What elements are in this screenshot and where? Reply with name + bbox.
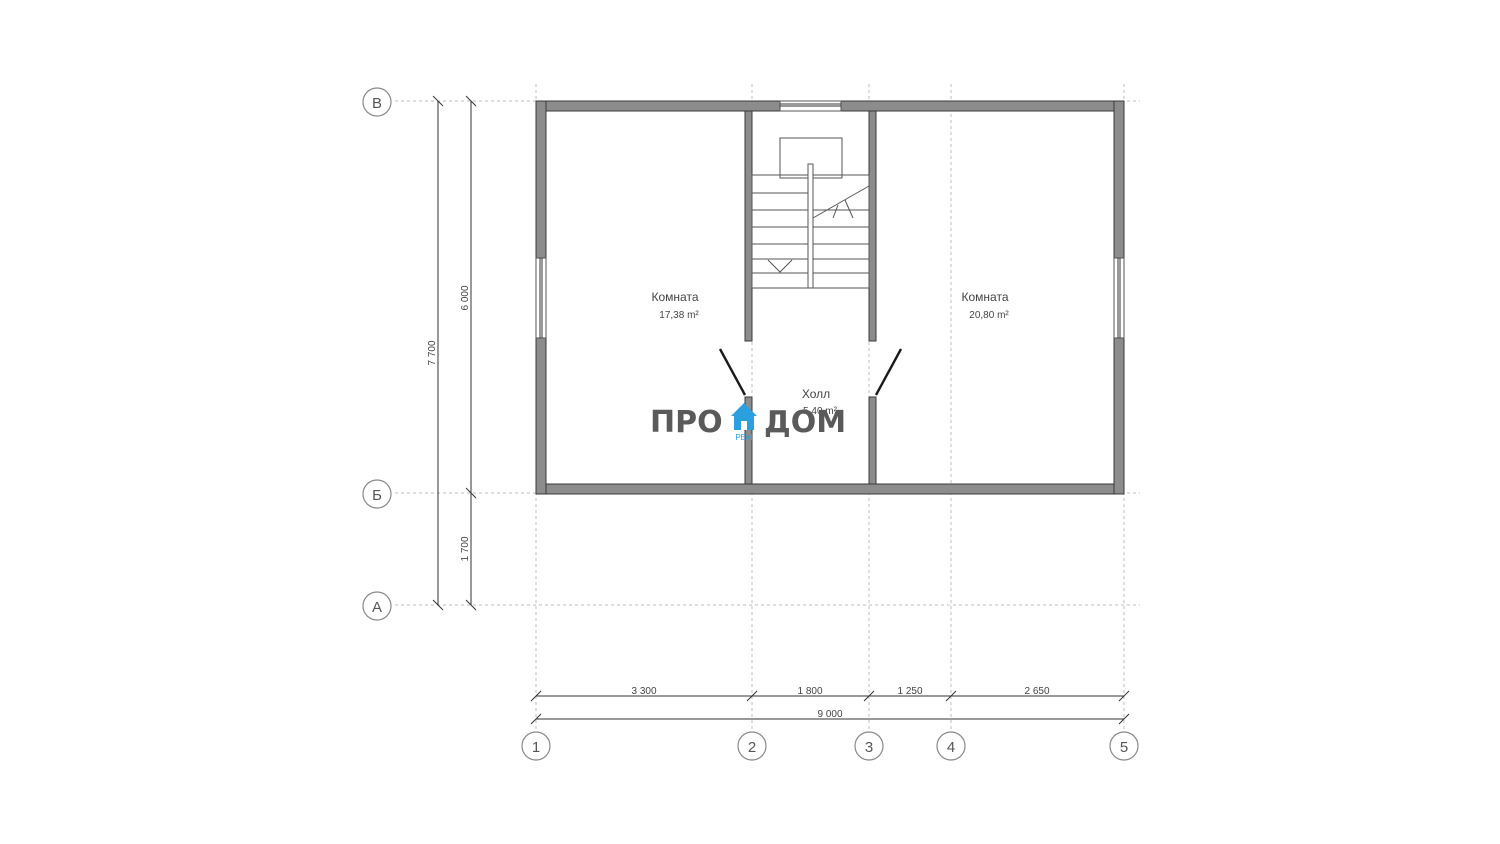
- dim-vertical-lower: 1 700: [460, 536, 471, 561]
- dim-segment-2: 1 800: [797, 686, 822, 697]
- walls: [535, 100, 1125, 495]
- wall-top-right: [840, 100, 1125, 112]
- axis-marker-v: [362, 87, 392, 117]
- door-left-room: [718, 348, 747, 396]
- dim-segment-1: 3 300: [631, 686, 656, 697]
- door-right-room: [874, 348, 903, 396]
- vertical-dimensions: 7 700 6 000 1 700: [427, 95, 477, 611]
- axis-marker-1: [521, 731, 551, 761]
- stair-direction-arrow: [767, 259, 793, 273]
- window-right: [1113, 257, 1125, 339]
- dim-segment-3: 1 250: [897, 686, 922, 697]
- axis-label-3: 3: [865, 739, 873, 756]
- axis-marker-a: [362, 591, 392, 621]
- room-right-area: 20,80 m²: [969, 310, 1009, 321]
- axis-marker-4: [936, 731, 966, 761]
- axis-marker-2: [737, 731, 767, 761]
- dim-segment-4: 2 650: [1024, 686, 1049, 697]
- staircase: [751, 137, 870, 289]
- logo-text-left: ПРО: [650, 405, 723, 440]
- wall-partition-2-lower: [744, 396, 753, 485]
- windows: [535, 100, 1125, 339]
- room-left-name: Комната: [652, 290, 699, 304]
- row-axis-markers: В Б А: [362, 87, 392, 621]
- room-left-area: 17,38 m²: [659, 310, 699, 321]
- horizontal-dimensions: 3 300 1 800 1 250 2 650 9 000: [530, 686, 1130, 725]
- axis-label-a: А: [372, 599, 382, 616]
- wall-partition-3-upper: [868, 110, 877, 342]
- doors: [718, 348, 903, 396]
- dim-vertical-total: 7 700: [427, 340, 438, 365]
- window-left: [535, 257, 547, 339]
- wall-left-upper: [535, 100, 547, 259]
- axis-label-b: Б: [372, 487, 382, 504]
- hall-name: Холл: [802, 387, 830, 401]
- dim-vertical-upper: 6 000: [460, 285, 471, 310]
- logo-subtext: РЕМ: [735, 433, 753, 442]
- room-labels: Комната 17,38 m² Комната 20,80 m² Холл 5…: [652, 290, 1010, 417]
- room-right-name: Комната: [962, 290, 1009, 304]
- wall-partition-3-lower: [868, 396, 877, 485]
- axis-marker-5: [1109, 731, 1139, 761]
- hall-area: 5,40 m²: [803, 406, 838, 417]
- axis-marker-3: [854, 731, 884, 761]
- axis-label-2: 2: [748, 739, 756, 756]
- wall-bottom: [535, 483, 1125, 495]
- axis-label-5: 5: [1120, 739, 1128, 756]
- wall-top-left: [535, 100, 781, 112]
- dim-horizontal-total: 9 000: [817, 709, 842, 720]
- wall-left-lower: [535, 337, 547, 495]
- axis-label-4: 4: [947, 739, 955, 756]
- axis-marker-b: [362, 479, 392, 509]
- axis-label-v: В: [372, 95, 382, 112]
- column-axis-markers: 1 2 3 4 5: [521, 731, 1139, 761]
- wall-right-lower: [1113, 337, 1125, 495]
- house-icon: [731, 403, 757, 430]
- logo-text-right: ДОМ: [764, 405, 846, 440]
- axis-label-1: 1: [532, 739, 540, 756]
- window-top: [779, 100, 842, 112]
- wall-right-upper: [1113, 100, 1125, 259]
- wall-partition-2-upper: [744, 110, 753, 342]
- watermark-logo: ПРО РЕМ ДОМ: [650, 403, 846, 442]
